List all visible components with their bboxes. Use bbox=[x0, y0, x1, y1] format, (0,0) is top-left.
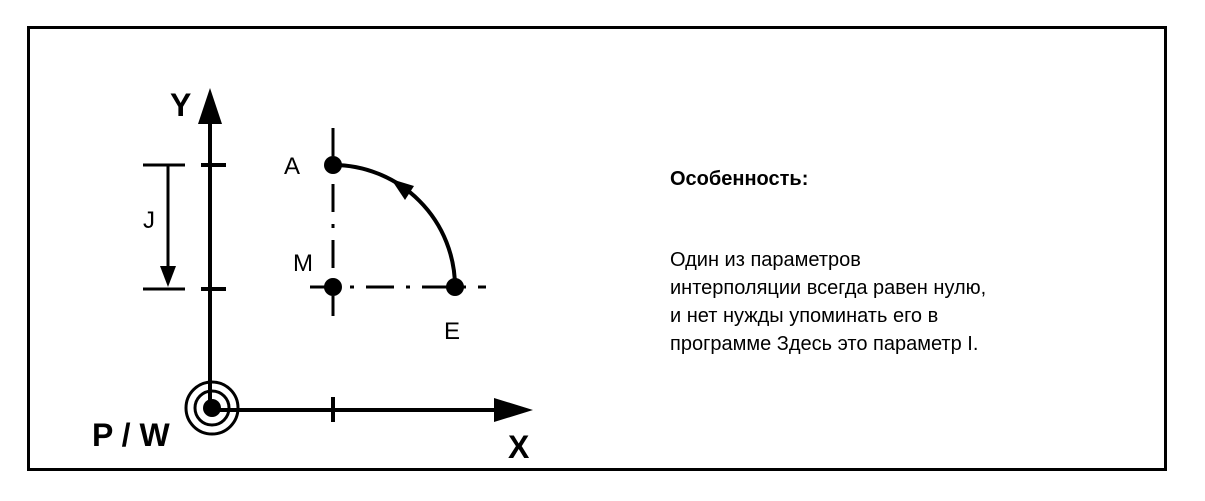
note-line: интерполяции всегда равен нулю, bbox=[670, 277, 987, 299]
point-m-label: M bbox=[293, 250, 313, 277]
interpolation-arc bbox=[332, 163, 457, 288]
note-line: и нет нужды упоминать его в bbox=[670, 305, 939, 327]
y-axis-label: Y bbox=[170, 87, 191, 123]
point-m bbox=[324, 278, 342, 296]
point-e bbox=[446, 278, 464, 296]
arc-direction-arrowhead bbox=[391, 179, 414, 200]
point-a bbox=[324, 156, 342, 174]
x-axis-arrowhead bbox=[494, 398, 533, 422]
origin-symbol bbox=[184, 380, 240, 436]
point-e-label: E bbox=[444, 318, 460, 345]
note-line: программе Здесь это параметр I. bbox=[670, 333, 979, 355]
y-axis-arrowhead bbox=[198, 88, 222, 124]
x-axis-label: X bbox=[508, 429, 530, 465]
dimension-label: J bbox=[143, 207, 155, 234]
note-heading: Особенность: bbox=[670, 168, 809, 190]
dimension-arrowhead bbox=[160, 266, 176, 287]
note-body: Один из параметров интерполяции всегда р… bbox=[670, 246, 1140, 358]
point-a-label: A bbox=[284, 153, 300, 180]
diagram-frame bbox=[27, 26, 1167, 471]
note-line: Один из параметров bbox=[670, 249, 861, 271]
origin-label: P / W bbox=[92, 417, 170, 453]
